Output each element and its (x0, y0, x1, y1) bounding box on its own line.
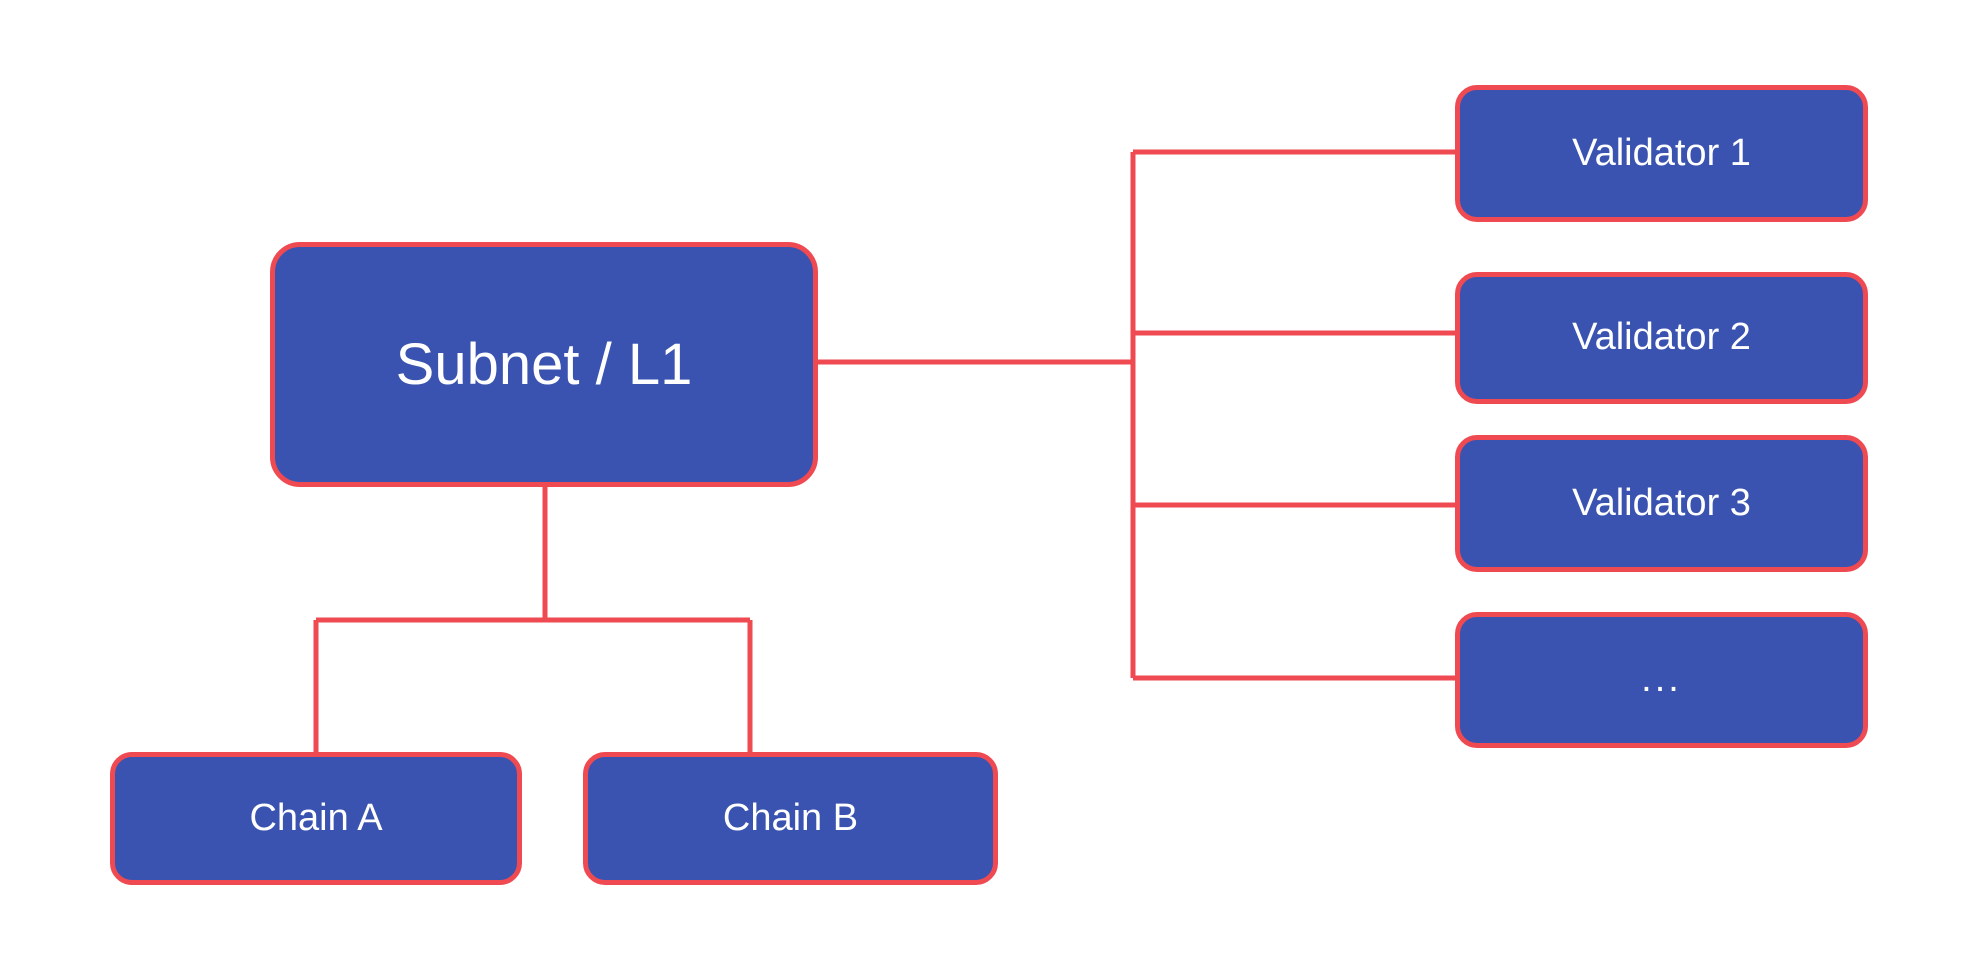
node-chain-b-label: Chain B (722, 796, 859, 839)
node-chain-b[interactable]: Chain B (583, 752, 998, 885)
node-validator-1-label: Validator 1 (1572, 131, 1751, 174)
node-validator-ellipsis-label: ... (1641, 658, 1682, 701)
node-chain-a-label: Chain A (249, 796, 383, 839)
node-subnet-l1-label: Subnet / L1 (395, 331, 693, 397)
node-validator-ellipsis[interactable]: ... (1455, 612, 1868, 748)
node-subnet-l1[interactable]: Subnet / L1 (270, 242, 818, 487)
node-validator-3[interactable]: Validator 3 (1455, 435, 1868, 572)
node-validator-1[interactable]: Validator 1 (1455, 85, 1868, 222)
node-validator-2-label: Validator 2 (1572, 316, 1751, 359)
node-validator-2[interactable]: Validator 2 (1455, 272, 1868, 404)
node-chain-a[interactable]: Chain A (110, 752, 522, 885)
node-validator-3-label: Validator 3 (1572, 481, 1751, 524)
